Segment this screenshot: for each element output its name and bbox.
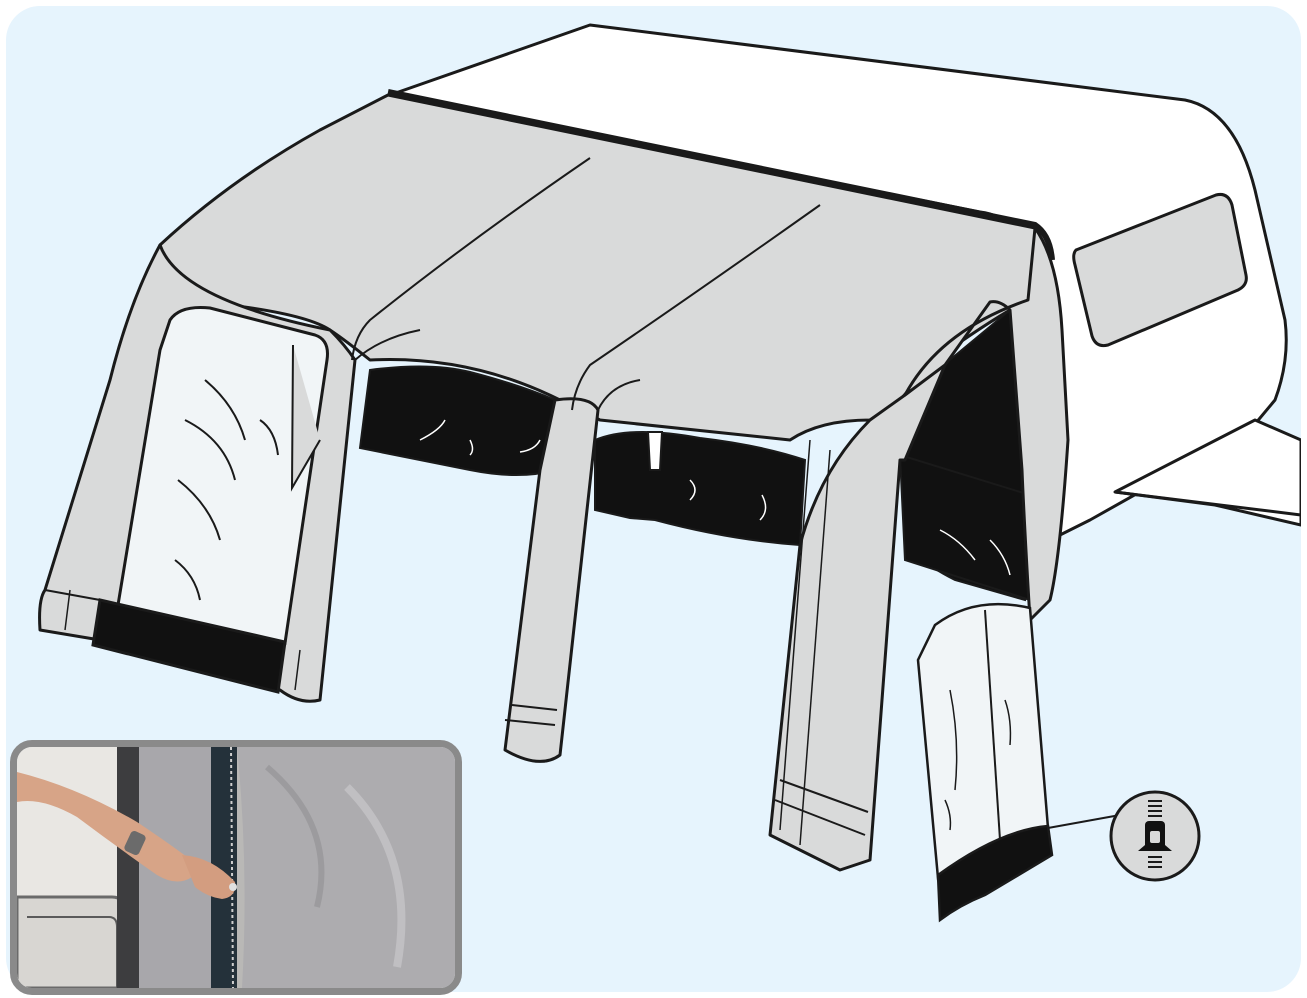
zipper-icon	[1108, 789, 1202, 883]
hand-unzipping-panel-photo	[10, 740, 462, 995]
